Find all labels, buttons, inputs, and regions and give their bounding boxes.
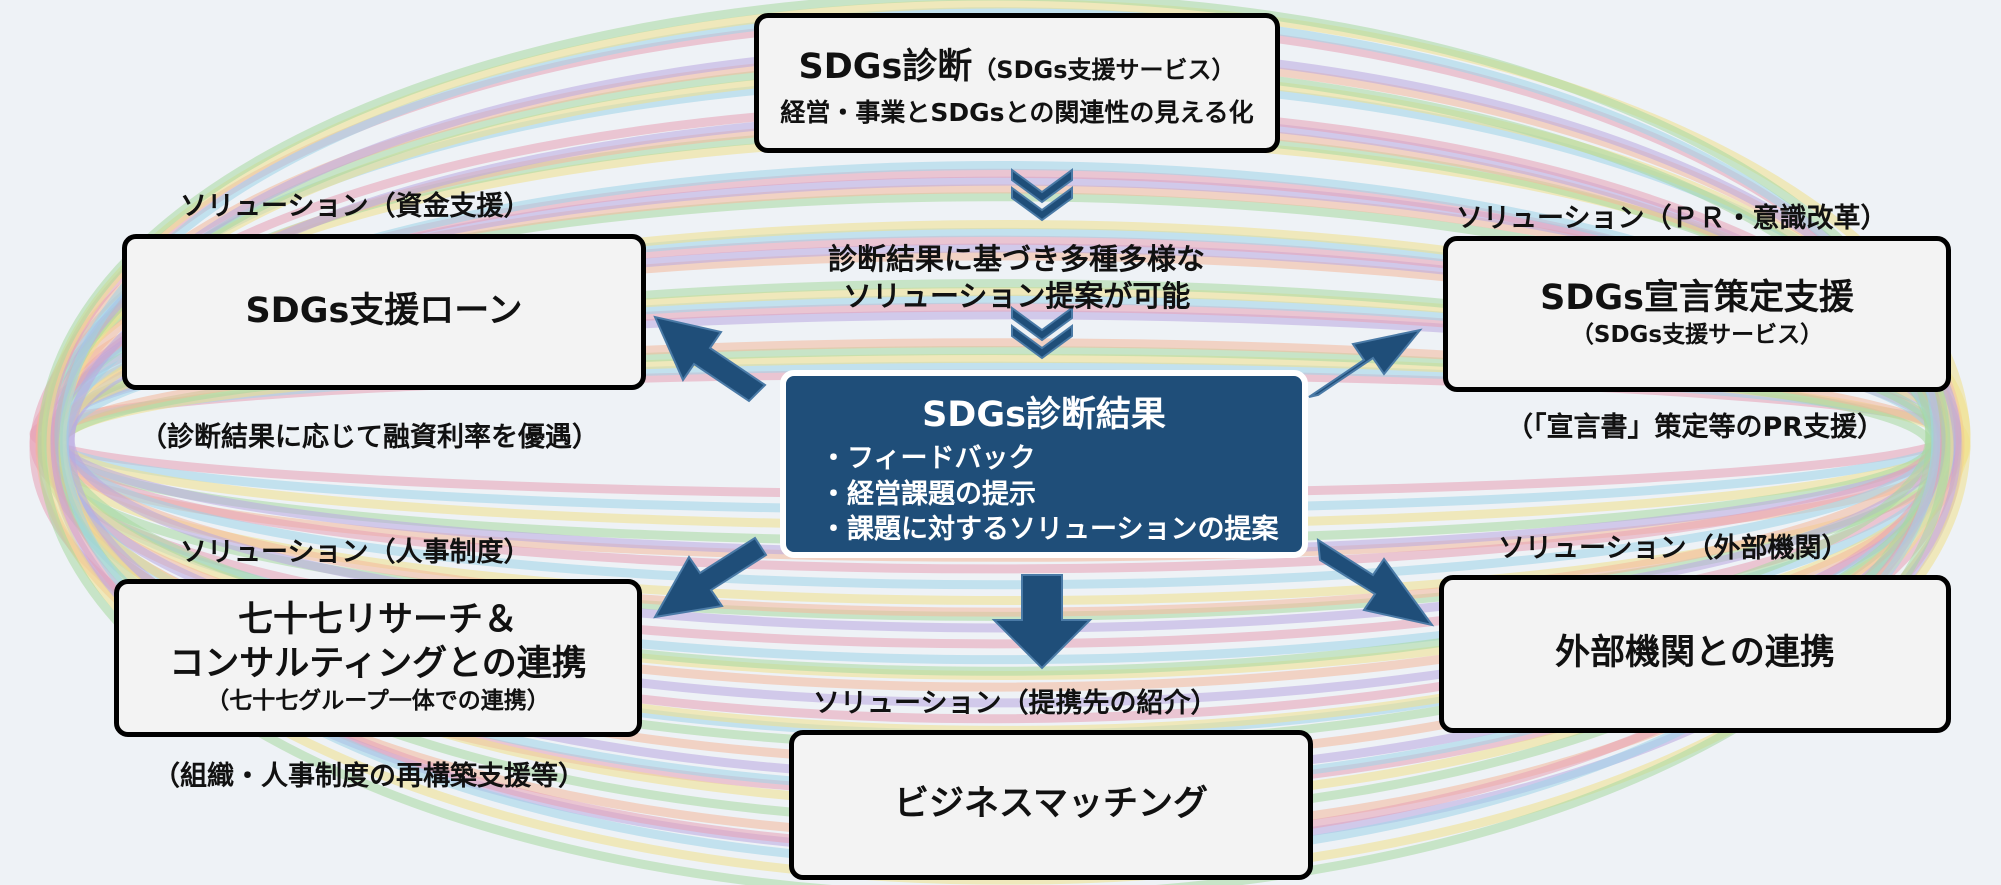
external-partnership-box: 外部機関との連携 bbox=[1439, 575, 1951, 733]
diagnosis-result-item: ・経営課題の提示 bbox=[820, 478, 1036, 510]
category-hr-label: ソリューション（人事制度） bbox=[180, 537, 531, 568]
research-consulting-title-line1: 七十七リサーチ＆ bbox=[237, 600, 518, 641]
sdgs-declaration-subtitle: （SDGs支援サービス） bbox=[1570, 321, 1824, 348]
diagnosis-result-title: SDGs診断結果 bbox=[922, 395, 1166, 435]
research-consulting-note: （組織・人事制度の再構築支援等） bbox=[153, 761, 585, 792]
category-pr-label: ソリューション（ＰＲ・意識改革） bbox=[1456, 203, 1888, 234]
diagnosis-proposal-line2: ソリューション提案が可能 bbox=[843, 279, 1191, 313]
sdgs-declaration-title: SDGs宣言策定支援 bbox=[1540, 278, 1854, 319]
diagnosis-result-box: SDGs診断結果 ・フィードバック ・経営課題の提示 ・課題に対するソリューショ… bbox=[780, 370, 1308, 558]
sdgs-diagnosis-title: SDGs診断 bbox=[798, 46, 973, 87]
sdgs-diagnosis-box: SDGs診断（SDGs支援サービス） 経営・事業とSDGsとの関連性の見える化 bbox=[754, 13, 1280, 153]
sdgs-loan-note: （診断結果に応じて融資利率を優遇） bbox=[140, 422, 599, 453]
research-consulting-subtitle: （七十七グループ一体での連携） bbox=[206, 687, 550, 714]
category-funding-label: ソリューション（資金支援） bbox=[180, 191, 531, 222]
sdgs-loan-box: SDGs支援ローン bbox=[122, 234, 646, 390]
research-consulting-title-line2: コンサルティングとの連携 bbox=[169, 644, 587, 685]
research-consulting-box: 七十七リサーチ＆ コンサルティングとの連携 （七十七グループ一体での連携） bbox=[114, 579, 642, 737]
diagnosis-result-item: ・課題に対するソリューションの提案 bbox=[820, 514, 1279, 546]
category-external-label: ソリューション（外部機関） bbox=[1498, 533, 1849, 564]
diagnosis-result-item: ・フィードバック bbox=[820, 443, 1036, 474]
business-matching-box: ビジネスマッチング bbox=[789, 730, 1313, 880]
sdgs-diagnosis-title-note: （SDGs支援サービス） bbox=[972, 55, 1236, 84]
external-partnership-title: 外部機関との連携 bbox=[1555, 633, 1835, 674]
sdgs-declaration-note: （「宣言書」策定等のPR支援） bbox=[1506, 412, 1885, 443]
sdgs-loan-title: SDGs支援ローン bbox=[245, 291, 523, 332]
category-referral-label: ソリューション（提携先の紹介） bbox=[813, 688, 1218, 719]
background-ring bbox=[37, 0, 1951, 885]
diagnosis-proposal-line1: 診断結果に基づき多種多様な bbox=[828, 242, 1206, 276]
business-matching-title: ビジネスマッチング bbox=[894, 784, 1208, 825]
sdgs-declaration-box: SDGs宣言策定支援 （SDGs支援サービス） bbox=[1443, 236, 1951, 392]
sdgs-diagnosis-subtitle: 経営・事業とSDGsとの関連性の見える化 bbox=[780, 97, 1254, 127]
